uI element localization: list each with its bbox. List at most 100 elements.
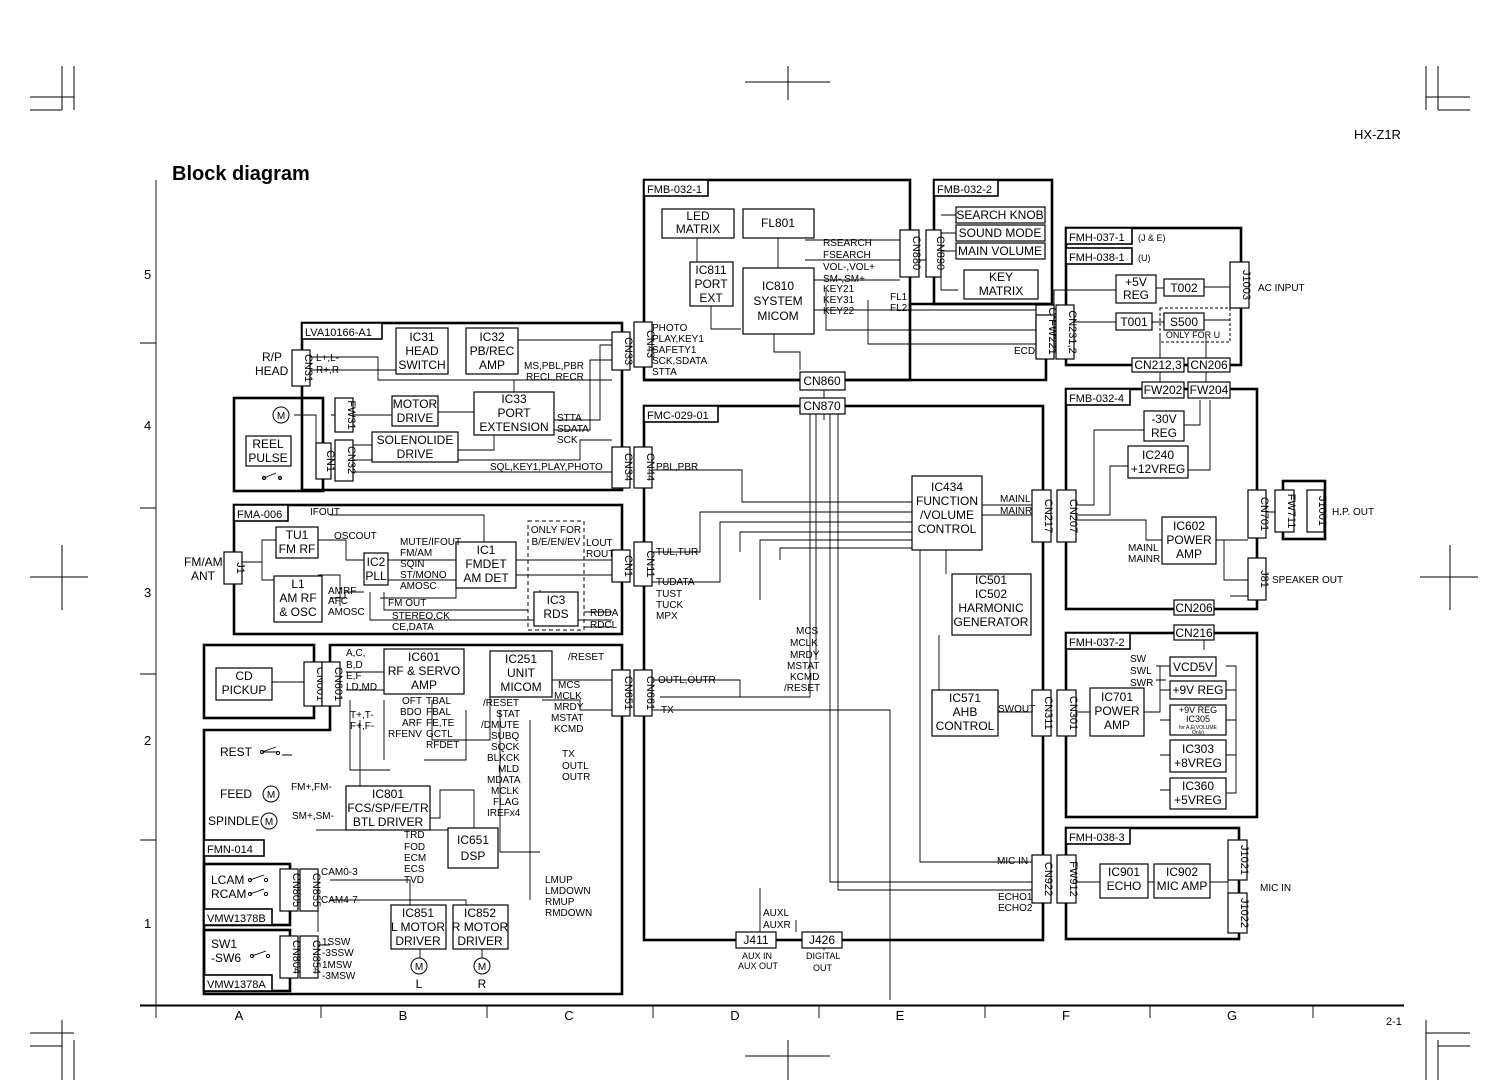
connector-cn217: CN217 <box>1042 499 1054 533</box>
connector-cn11: CN11 <box>644 550 656 577</box>
svg-text:IC305: IC305 <box>1186 714 1210 724</box>
board-label: VMW1378B <box>207 913 266 925</box>
svg-text:RDCL: RDCL <box>590 620 618 631</box>
svg-text:B,D: B,D <box>346 660 363 671</box>
column-label: E <box>896 1008 905 1023</box>
block-ic810: IC810 <box>762 279 794 293</box>
svg-text:/RESET: /RESET <box>784 683 820 694</box>
board-note: (J & E) <box>1138 233 1166 243</box>
svg-text:SYSTEM: SYSTEM <box>753 294 802 308</box>
block-ic1: IC1 <box>477 543 496 557</box>
svg-text:TUST: TUST <box>656 589 682 600</box>
svg-text:MUTE/IFOUT: MUTE/IFOUT <box>400 537 461 548</box>
diagram-title: Block diagram <box>172 163 310 185</box>
svg-text:AUXR: AUXR <box>763 920 791 931</box>
svg-text:GENERATOR: GENERATOR <box>954 615 1029 629</box>
connector-cn34: CN34 <box>622 453 634 481</box>
svg-text:ECS: ECS <box>404 864 425 875</box>
svg-text:TUCK: TUCK <box>656 600 684 611</box>
svg-text:TX: TX <box>562 749 575 760</box>
rest-label: REST <box>220 745 253 759</box>
svg-text:TRD: TRD <box>404 830 425 841</box>
svg-text:SDATA: SDATA <box>557 424 589 435</box>
block-ic33: IC33 <box>501 392 527 406</box>
svg-text:MS,PBL,PBR: MS,PBL,PBR <box>524 361 584 372</box>
svg-text:PB/REC: PB/REC <box>470 344 515 358</box>
connector-j81: J81 <box>1258 570 1270 588</box>
fmam-ant-label: FM/AM <box>184 555 223 569</box>
svg-text:GCTL: GCTL <box>426 729 453 740</box>
motor-icon: M <box>277 411 285 422</box>
svg-text:ANT: ANT <box>191 569 216 583</box>
svg-text:A,C,: A,C, <box>346 648 365 659</box>
crop-marks <box>30 66 1478 1080</box>
svg-text:KEY31: KEY31 <box>823 295 855 306</box>
svg-text:ECHO: ECHO <box>1107 879 1142 893</box>
svg-text:FL1: FL1 <box>890 292 908 303</box>
svg-text:FOD: FOD <box>404 842 425 853</box>
svg-text:CONTROL: CONTROL <box>918 522 977 536</box>
svg-text:/DMUTE: /DMUTE <box>481 720 520 731</box>
connector-fw711: FW711 <box>1285 494 1297 529</box>
motor-icon: M <box>415 962 423 973</box>
board-label: FMB-032-4 <box>1069 393 1124 405</box>
svg-text:CE,DATA: CE,DATA <box>392 622 434 633</box>
svg-text:RSEARCH: RSEARCH <box>823 238 872 249</box>
svg-text:AFC: AFC <box>328 596 348 607</box>
svg-text:OUTR: OUTR <box>562 772 590 783</box>
connector-cn860: CN860 <box>803 374 841 388</box>
model-name: HX-Z1R <box>1354 127 1401 142</box>
block-l1: L1 <box>291 577 305 591</box>
svg-text:EXT: EXT <box>699 291 723 305</box>
connector-j1: J1 <box>234 562 246 574</box>
block-tu1: TU1 <box>286 528 309 542</box>
svg-text:OUT: OUT <box>813 963 833 973</box>
svg-text:DRIVER: DRIVER <box>395 934 441 948</box>
svg-text:T+,T-: T+,T- <box>350 710 374 721</box>
svg-text:-SW6: -SW6 <box>211 951 241 965</box>
block-t002: T002 <box>1170 281 1198 295</box>
motor-icon: M <box>265 817 273 828</box>
connector-cn701: CN701 <box>1258 497 1270 531</box>
svg-text:DRIVER: DRIVER <box>457 934 503 948</box>
block-search-knob: SEARCH KNOB <box>956 208 1043 222</box>
signal-labels: RSEARCH FSEARCH VOL-,VOL+ SM-,SM+ KEY21 … <box>184 238 1374 982</box>
svg-text:KCMD: KCMD <box>790 672 819 683</box>
svg-text:SAFETY1: SAFETY1 <box>652 345 697 356</box>
block-30v-reg: -30V <box>1151 412 1176 426</box>
svg-text:AMP: AMP <box>479 358 505 372</box>
page-number: 2-1 <box>1386 1016 1402 1028</box>
svg-text:MCLK: MCLK <box>790 638 818 649</box>
svg-text:FL2: FL2 <box>890 303 908 314</box>
svg-text:AM RF: AM RF <box>279 591 316 605</box>
block-main-volume: MAIN VOLUME <box>958 244 1042 258</box>
svg-text:L MOTOR: L MOTOR <box>391 920 445 934</box>
rcam-label: RCAM <box>211 887 246 901</box>
connector-cn870: CN870 <box>803 399 841 413</box>
block-ic251: IC251 <box>505 652 537 666</box>
block-ic434: IC434 <box>931 480 963 494</box>
block-ic31: IC31 <box>409 330 435 344</box>
connector-j426: J426 <box>809 933 835 947</box>
svg-text:IC502: IC502 <box>975 587 1007 601</box>
svg-text:DRIVE: DRIVE <box>397 447 434 461</box>
svg-text:TBAL: TBAL <box>426 696 451 707</box>
speaker-out-label: SPEAKER OUT <box>1272 575 1343 586</box>
svg-text:CONTROL: CONTROL <box>936 719 995 733</box>
svg-text:MCLK: MCLK <box>491 786 519 797</box>
svg-text:-3MSW: -3MSW <box>322 971 356 982</box>
svg-text:IREFx4: IREFx4 <box>487 808 521 819</box>
connector-fw202: FW202 <box>1144 383 1183 397</box>
board-label: FMB-032-2 <box>937 184 992 196</box>
svg-text:ST/MONO: ST/MONO <box>400 570 447 581</box>
block-ic240: IC240 <box>1142 448 1174 462</box>
svg-text:SCK,SDATA: SCK,SDATA <box>652 356 708 367</box>
svg-text:MAINL: MAINL <box>1000 494 1031 505</box>
svg-text:FMDET: FMDET <box>465 557 507 571</box>
connector-fw204: FW204 <box>1190 383 1229 397</box>
svg-text:AUXL: AUXL <box>763 908 790 919</box>
svg-text:MRDY: MRDY <box>790 650 820 661</box>
svg-text:MCLK: MCLK <box>554 691 582 702</box>
svg-text:+5VREG: +5VREG <box>1174 793 1222 807</box>
feed-label: FEED <box>220 787 252 801</box>
